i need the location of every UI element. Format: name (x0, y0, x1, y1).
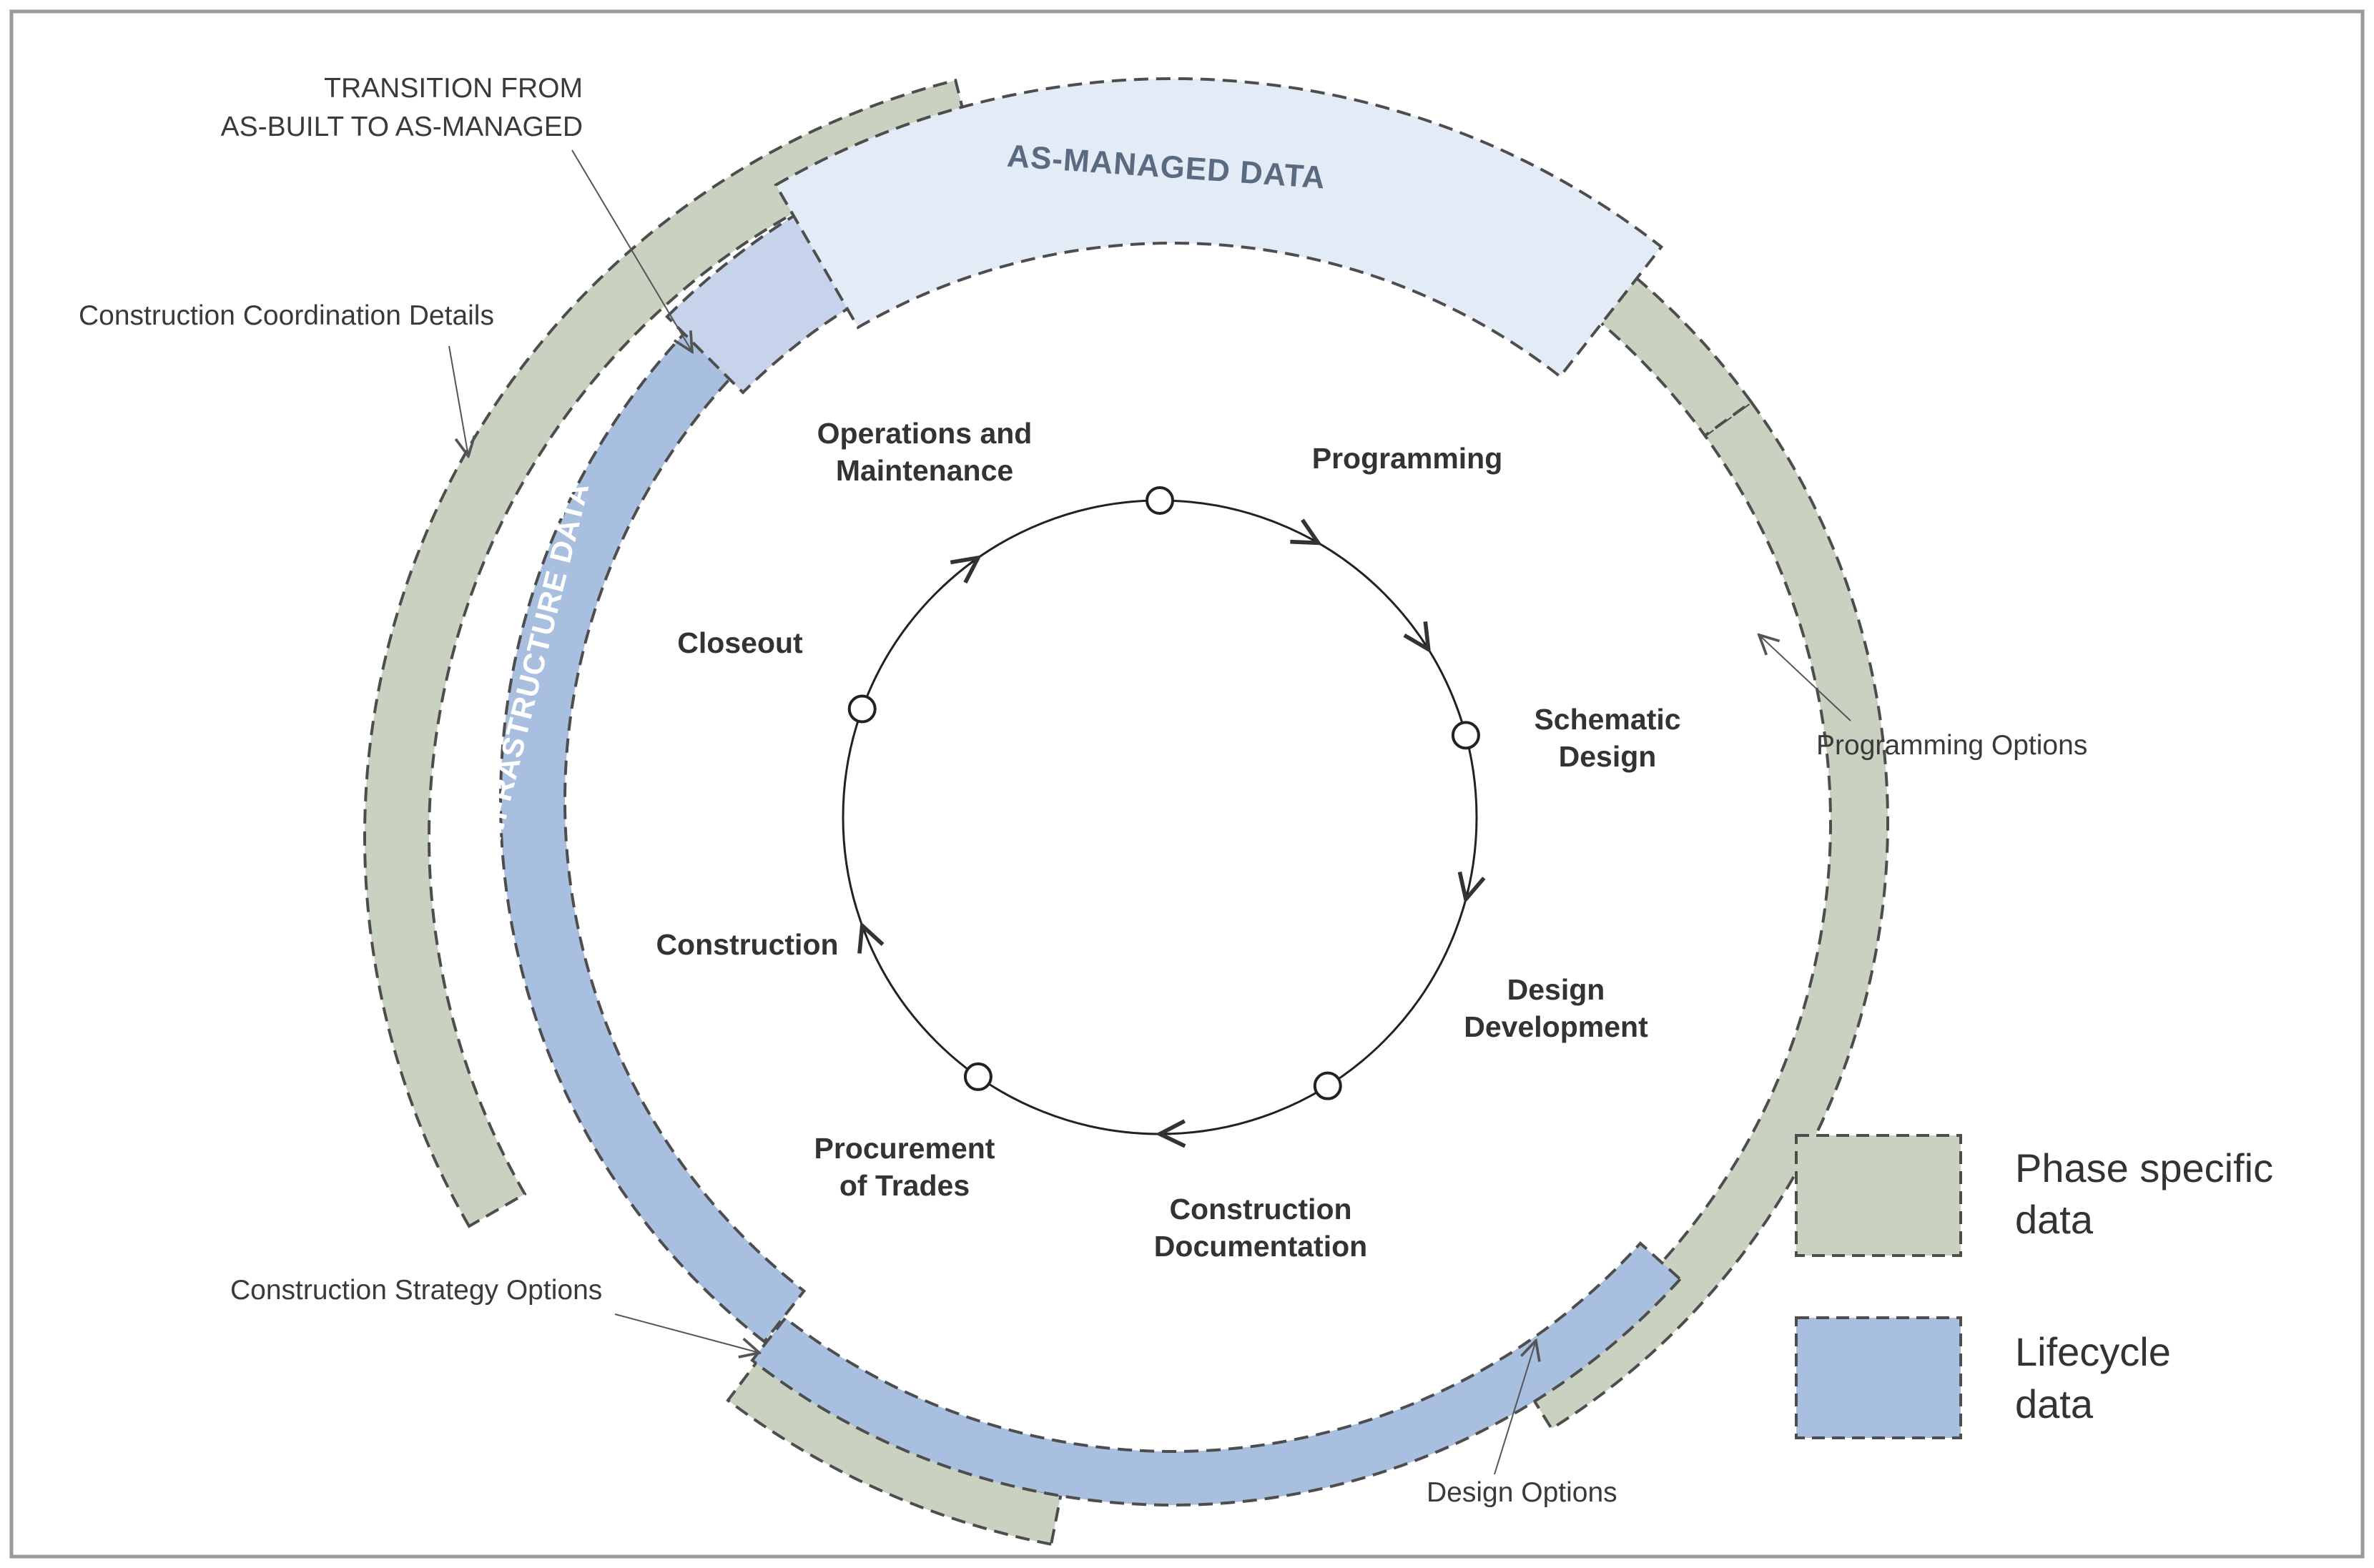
phase-label-operations-line2: Maintenance (836, 454, 1013, 487)
cycle-node (1146, 486, 1174, 515)
design-options-arrow (1494, 1341, 1536, 1475)
construction-coordination-arrow (448, 345, 468, 456)
cycle-node (1451, 721, 1480, 750)
phase-label-design-development-line1: Design (1507, 973, 1605, 1006)
phase-label-procurement-line2: of Trades (839, 1169, 970, 1202)
legend: Phase specific data Lifecycle data (1795, 1134, 2273, 1439)
cycle-arrow (1309, 538, 1319, 543)
cycle-arrow (969, 558, 978, 564)
band-as-managed (774, 77, 1664, 379)
phase-label-construction-documentation-line1: Construction (1169, 1193, 1351, 1226)
cycle-arrow (1466, 889, 1469, 899)
programming-options-callout: Programming Options (1816, 730, 2087, 761)
construction-coordination-callout: Construction Coordination Details (79, 300, 494, 331)
cycle-arrow (1422, 640, 1428, 649)
band-infrastructure-lower (750, 1241, 1683, 1507)
transition-callout-line1: TRANSITION FROM (324, 73, 583, 104)
band-construction-coordination (363, 78, 973, 1228)
transition-callout-line2: AS-BUILT TO AS-MANAGED (221, 112, 583, 142)
programming-options-arrow (1759, 635, 1851, 721)
legend-label-phase-specific-line1: Phase specific (2015, 1145, 2273, 1190)
legend-label-lifecycle-line1: Lifecycle (2015, 1329, 2171, 1374)
legend-swatch-lifecycle (1795, 1316, 1962, 1439)
transition-arrow (571, 149, 692, 352)
legend-label-lifecycle-line2: data (2015, 1381, 2094, 1426)
cycle-node (1313, 1071, 1342, 1100)
phase-label-design-development-line2: Development (1464, 1010, 1648, 1043)
cycle-node (847, 694, 877, 724)
phase-cycle (842, 486, 1480, 1134)
phase-label-procurement-line1: Procurement (814, 1132, 995, 1165)
design-options-callout: Design Options (1427, 1477, 1617, 1508)
phase-label-construction-line1: Construction (656, 928, 838, 961)
phase-label-schematic-line1: Schematic (1534, 703, 1680, 736)
phase-label-construction-documentation-line2: Documentation (1154, 1230, 1367, 1263)
phase-label-schematic-line2: Design (1559, 740, 1657, 773)
cycle-arrow (862, 926, 867, 936)
phase-label-closeout-line1: Closeout (677, 626, 803, 659)
legend-label-phase-specific-line2: data (2015, 1197, 2094, 1242)
phase-label-operations-line1: Operations and (817, 417, 1033, 450)
cycle-node (963, 1062, 993, 1091)
construction-strategy-arrow (614, 1313, 759, 1353)
callouts: TRANSITION FROM AS-BUILT TO AS-MANAGED C… (79, 73, 2087, 1508)
legend-swatch-phase-specific (1795, 1134, 1962, 1257)
construction-strategy-callout: Construction Strategy Options (230, 1275, 602, 1306)
phase-label-programming-line1: Programming (1312, 442, 1503, 475)
